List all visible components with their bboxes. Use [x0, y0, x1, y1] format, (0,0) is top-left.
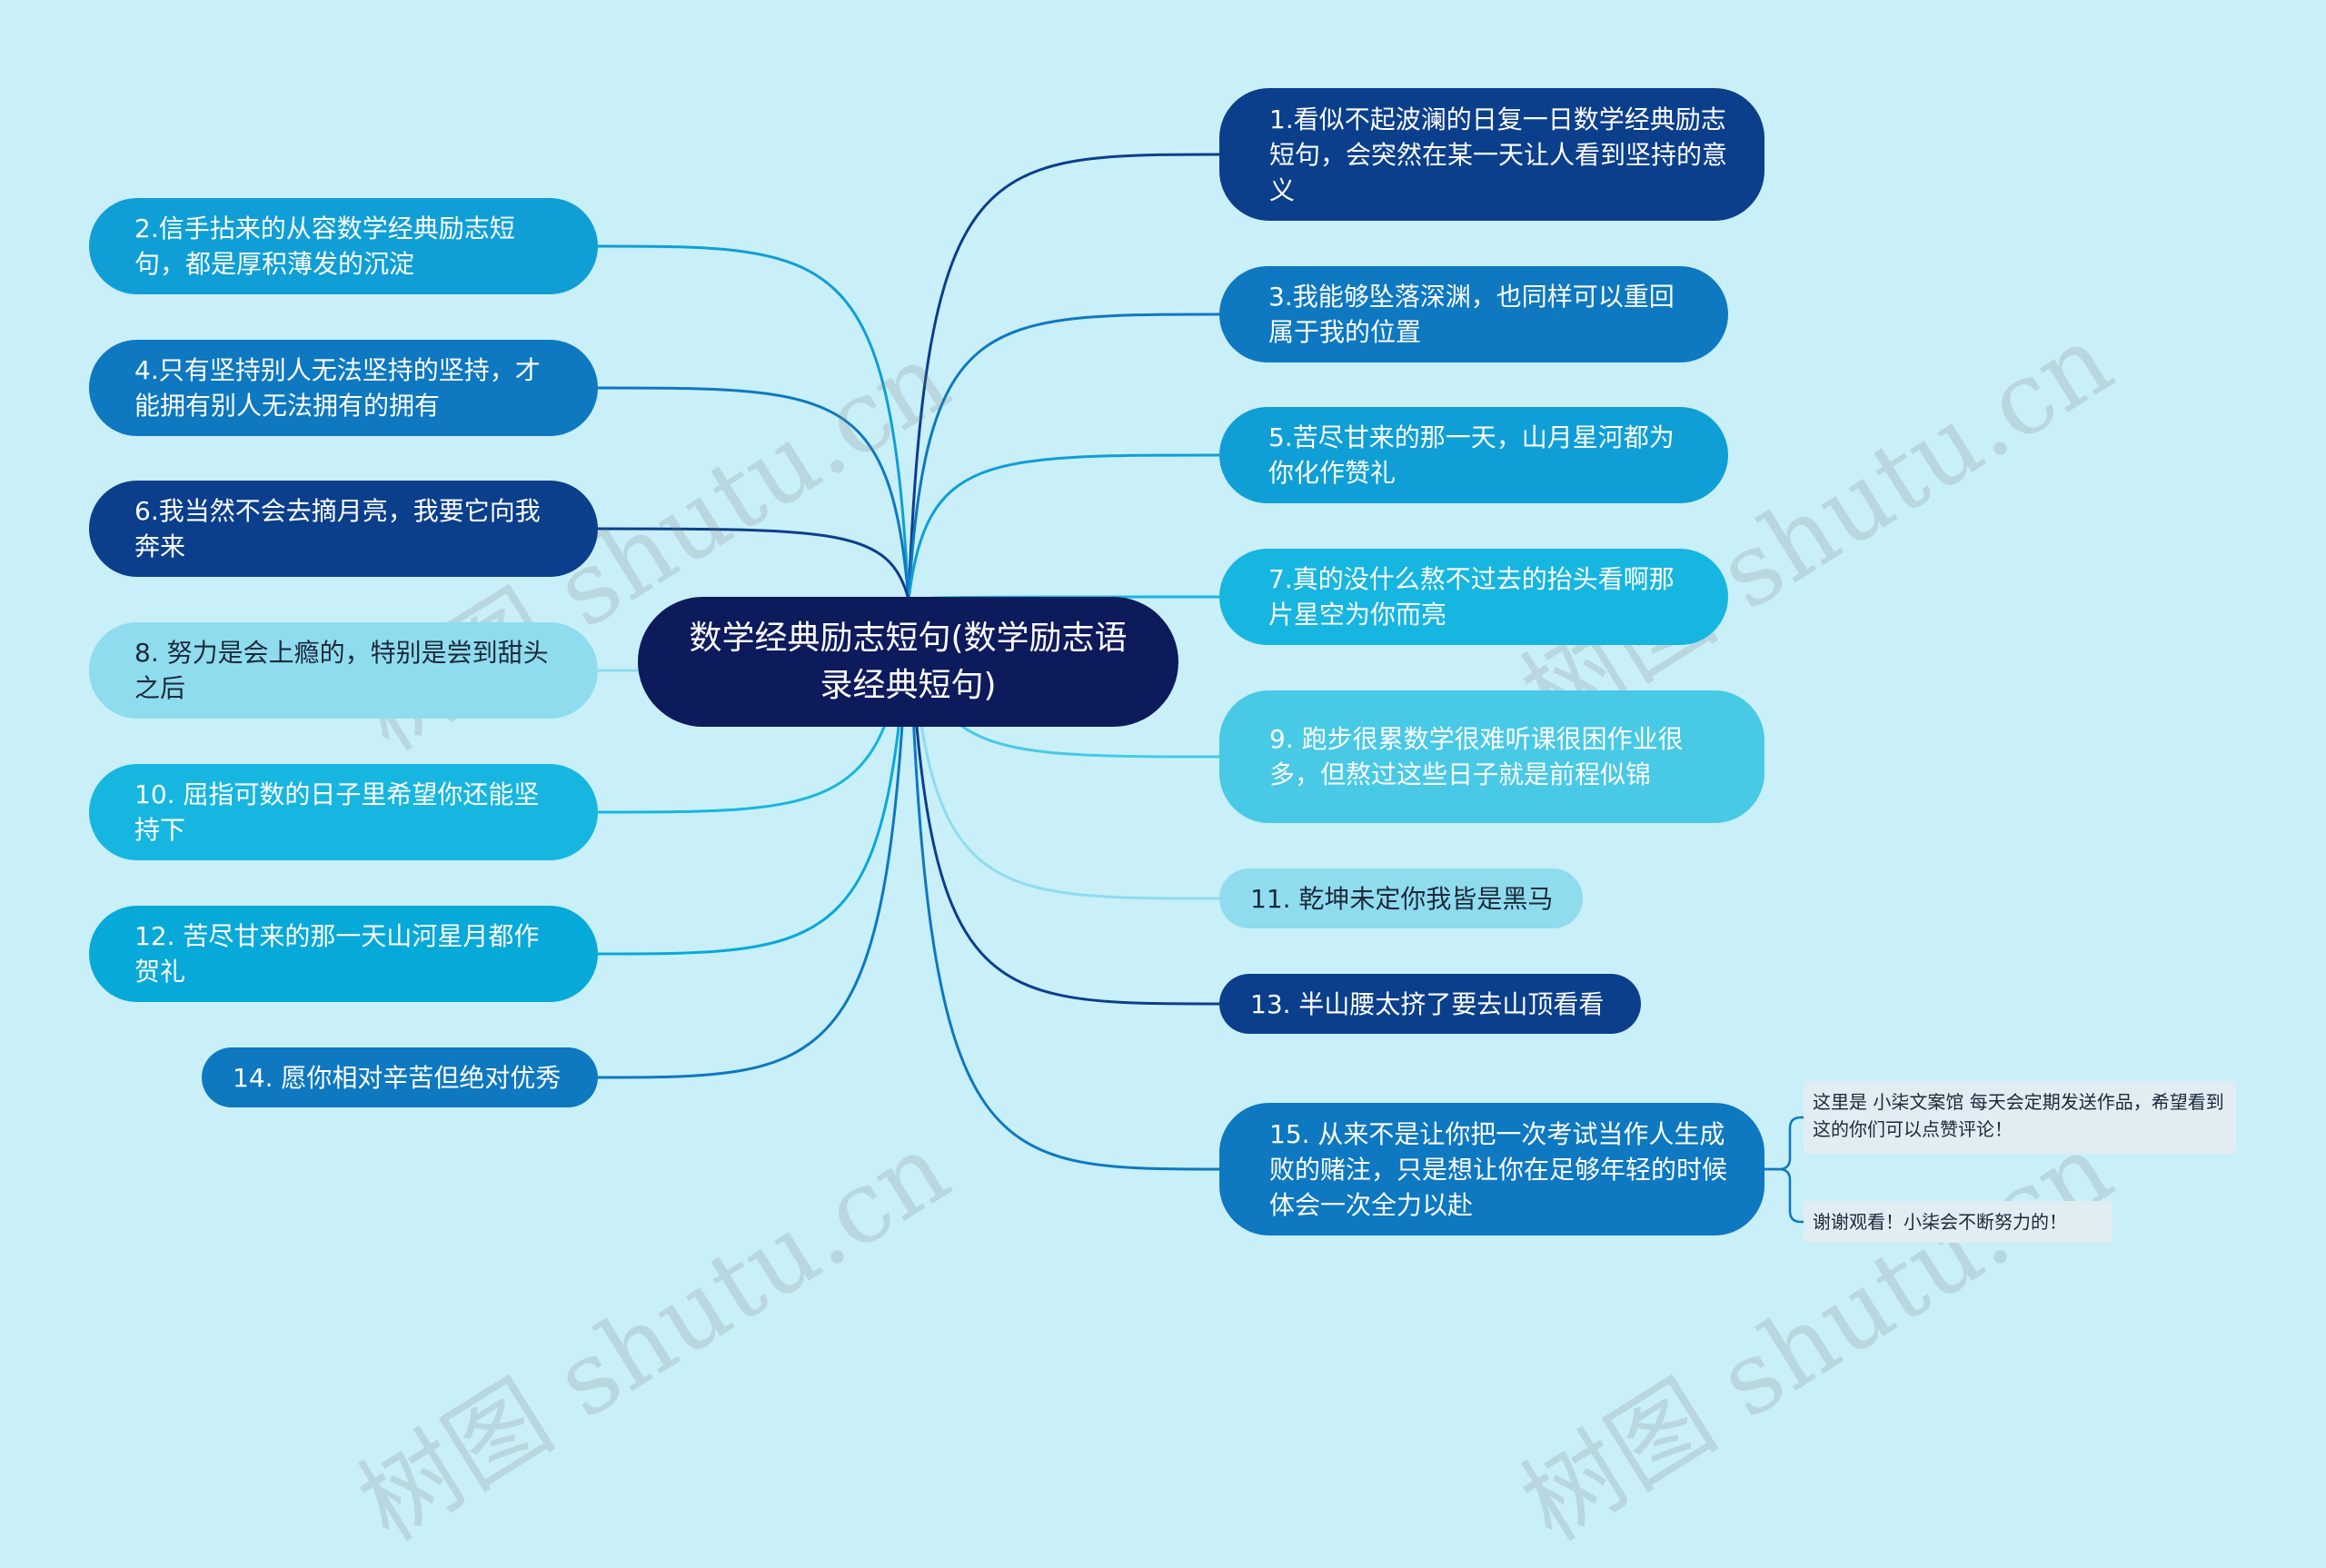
connector-n13	[907, 599, 1220, 1006]
topic-node-15[interactable]: 15. 从来不是让你把一次考试当作人生成败的赌注，只是想让你在足够年轻的时候体会…	[1219, 1103, 1764, 1236]
topic-node-9[interactable]: 9. 跑步很累数学很难听课很困作业很多，但熬过这些日子就是前程似锦	[1219, 690, 1764, 823]
connector-n12	[597, 599, 910, 956]
mindmap-canvas: 树图 shutu.cn 树图 shutu.cn 树图 shutu.cn 树图 s…	[89, 88, 2236, 1563]
note-connector-1	[1764, 1116, 1804, 1171]
topic-label: 7.真的没什么熬不过去的抬头看啊那片星空为你而亮	[1268, 564, 1675, 630]
topic-node-3[interactable]: 3.我能够坠落深渊，也同样可以重回属于我的位置	[1219, 266, 1728, 362]
topic-label: 10. 屈指可数的日子里希望你还能坚持下	[134, 779, 540, 845]
connector-n15	[907, 599, 1220, 1171]
topic-label: 14. 愿你相对辛苦但绝对优秀	[233, 1062, 562, 1093]
note-text: 谢谢观看！小柒会不断努力的！	[1813, 1211, 2067, 1233]
note-card-1[interactable]: 这里是 小柒文案馆 每天会定期发送作品，希望看到这的你们可以点赞评论！	[1804, 1081, 2236, 1154]
note-connector-2	[1764, 1167, 1804, 1224]
topic-node-2[interactable]: 2.信手拈来的从容数学经典励志短句，都是厚积薄发的沉淀	[89, 198, 598, 294]
topic-label: 6.我当然不会去摘月亮，我要它向我奔来	[134, 496, 541, 561]
topic-node-4[interactable]: 4.只有坚持别人无法坚持的坚持，才能拥有别人无法拥有的拥有	[89, 340, 598, 436]
topic-node-14[interactable]: 14. 愿你相对辛苦但绝对优秀	[202, 1047, 598, 1107]
connector-n14	[597, 599, 910, 1079]
topic-label: 4.只有坚持别人无法坚持的坚持，才能拥有别人无法拥有的拥有	[134, 355, 541, 421]
topic-label: 13. 半山腰太挤了要去山顶看看	[1250, 988, 1605, 1019]
topic-label: 3.我能够坠落深渊，也同样可以重回属于我的位置	[1268, 282, 1675, 347]
topic-label: 1.看似不起波澜的日复一日数学经典励志短句，会突然在某一天让人看到坚持的意义	[1269, 104, 1728, 205]
connector-n1	[907, 153, 1220, 600]
topic-node-5[interactable]: 5.苦尽甘来的那一天，山月星河都为你化作赞礼	[1219, 407, 1728, 503]
topic-label: 2.信手拈来的从容数学经典励志短句，都是厚积薄发的沉淀	[134, 213, 515, 279]
connector-n2	[597, 244, 910, 600]
topic-node-8[interactable]: 8. 努力是会上瘾的，特别是尝到甜头之后	[89, 622, 598, 719]
topic-node-13[interactable]: 13. 半山腰太挤了要去山顶看看	[1219, 974, 1641, 1034]
connector-n5	[907, 453, 1220, 600]
topic-node-12[interactable]: 12. 苦尽甘来的那一天山河星月都作贺礼	[89, 906, 598, 1002]
connector-n6	[597, 527, 910, 600]
topic-node-11[interactable]: 11. 乾坤未定你我皆是黑马	[1219, 868, 1583, 928]
root-topic[interactable]: 数学经典励志短句(数学励志语录经典短句)	[638, 597, 1178, 727]
topic-label: 15. 从来不是让你把一次考试当作人生成败的赌注，只是想让你在足够年轻的时候体会…	[1269, 1118, 1728, 1220]
topic-node-1[interactable]: 1.看似不起波澜的日复一日数学经典励志短句，会突然在某一天让人看到坚持的意义	[1219, 88, 1764, 221]
note-text: 这里是 小柒文案馆 每天会定期发送作品，希望看到这的你们可以点赞评论！	[1813, 1091, 2224, 1140]
topic-label: 8. 努力是会上瘾的，特别是尝到甜头之后	[134, 638, 549, 703]
topic-label: 9. 跑步很累数学很难听课很困作业很多，但熬过这些日子就是前程似锦	[1269, 724, 1684, 789]
root-topic-label: 数学经典励志短句(数学励志语录经典短句)	[689, 619, 1128, 704]
connector-n4	[597, 386, 910, 600]
topic-node-10[interactable]: 10. 屈指可数的日子里希望你还能坚持下	[89, 764, 598, 860]
topic-label: 5.苦尽甘来的那一天，山月星河都为你化作赞礼	[1268, 422, 1675, 488]
topic-label: 12. 苦尽甘来的那一天山河星月都作贺礼	[134, 921, 540, 987]
topic-label: 11. 乾坤未定你我皆是黑马	[1250, 883, 1554, 914]
note-card-2[interactable]: 谢谢观看！小柒会不断努力的！	[1804, 1201, 2112, 1243]
topic-node-6[interactable]: 6.我当然不会去摘月亮，我要它向我奔来	[89, 481, 598, 577]
connector-n3	[907, 313, 1220, 600]
topic-node-7[interactable]: 7.真的没什么熬不过去的抬头看啊那片星空为你而亮	[1219, 549, 1728, 645]
